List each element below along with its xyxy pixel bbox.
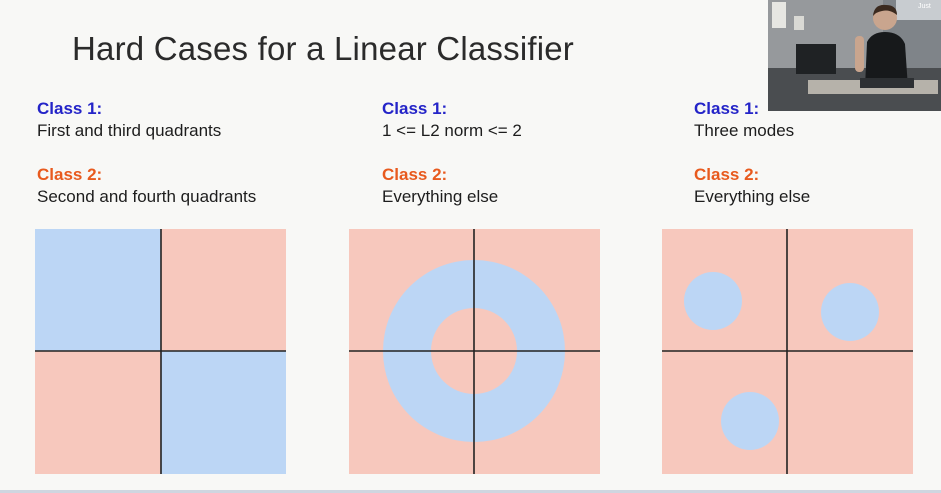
class-1-description: First and third quadrants [37,121,222,140]
class-2-description: Everything else [694,187,811,206]
presenter-body [865,32,908,88]
window-panel [896,0,941,20]
slide-title: Hard Cases for a Linear Classifier [72,30,574,67]
presenter-head [873,6,897,30]
class-2-label: Class 2: [382,165,448,184]
class-1-description: 1 <= L2 norm <= 2 [382,121,522,140]
class-1-description: Three modes [694,121,795,140]
whiteboard-sheet [772,2,786,28]
case-column-quadrants: Class 1: First and third quadrants Class… [37,98,256,230]
webcam-video-frame: Just [768,0,941,111]
quadrants-plot [35,229,286,474]
quadrant-4-region [161,351,286,474]
webcam-overlay-text: Just [918,3,931,10]
presenter-hair [873,4,897,16]
bottom-bar [0,490,941,493]
class-2-label: Class 2: [37,165,103,184]
mode-upper-left [684,272,742,330]
class-2-label: Class 2: [694,165,760,184]
quadrant-2-region [35,229,161,351]
quadrants-figure [35,229,286,474]
notice-sheet [794,16,804,30]
ring-figure [349,229,600,474]
ring-plot [349,229,600,474]
class-2-description: Second and fourth quadrants [37,187,257,206]
presenter-arm [855,36,864,72]
three-modes-plot [662,229,913,474]
case-column-modes: Class 1: Three modes Class 2: Everything… [694,98,810,230]
case-column-ring: Class 1: 1 <= L2 norm <= 2 Class 2: Ever… [382,98,522,230]
quadrant-1-region [161,229,286,351]
three-modes-figure [662,229,913,474]
webcam-inset: Just [768,0,941,111]
class-2-description: Everything else [382,187,499,206]
desk-monitor [796,44,836,74]
mode-lower-center [721,392,779,450]
class-1-label: Class 1: [382,99,448,118]
quadrant-3-region [35,351,161,474]
laptop [860,78,914,88]
class-1-label: Class 1: [694,99,760,118]
class-1-label: Class 1: [37,99,103,118]
mode-upper-right [821,283,879,341]
